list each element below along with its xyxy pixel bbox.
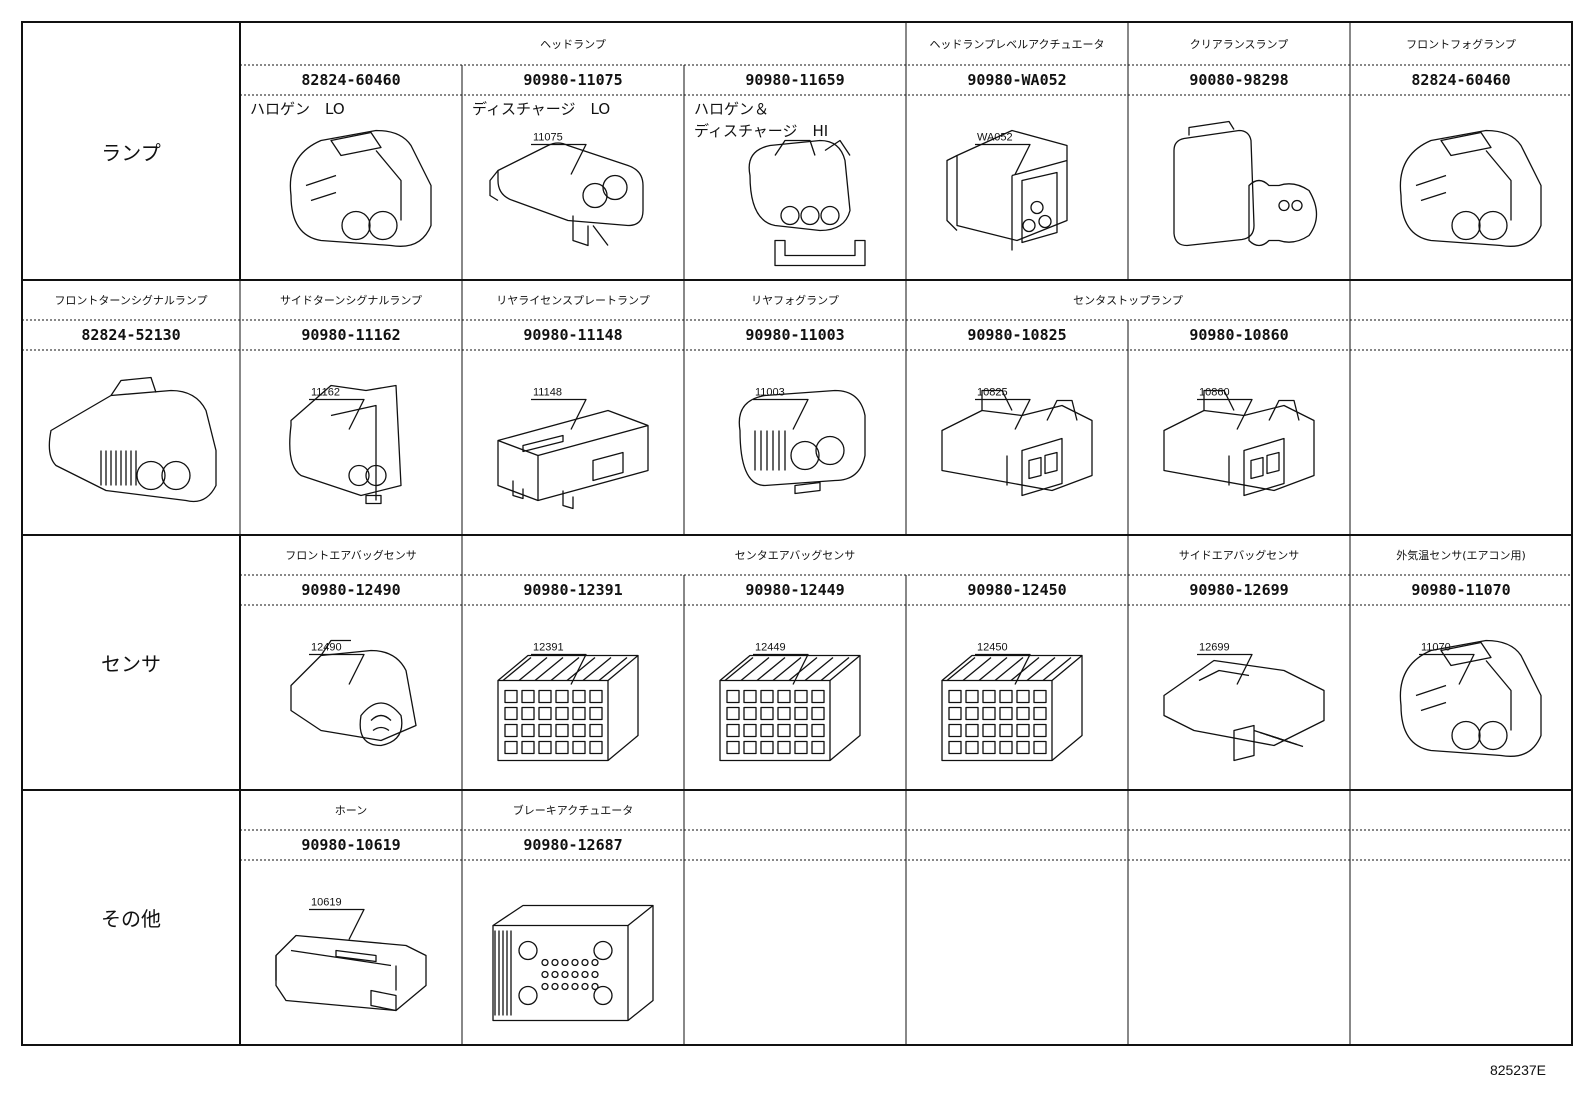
- connector-note: ハロゲン LO: [250, 100, 345, 118]
- side-turn-connector: 11162: [289, 384, 402, 505]
- callout-label: 12449: [755, 642, 786, 654]
- level-actuator-connector: WA052: [946, 129, 1068, 251]
- stop-lamp-connector: 10860: [1163, 387, 1315, 497]
- callout-label: 10825: [977, 387, 1008, 399]
- part-number: 90980-10619: [301, 836, 401, 854]
- part-number: 90980-12687: [523, 836, 623, 854]
- part-number: 90080-98298: [1189, 71, 1289, 89]
- turn-signal-connector: [48, 376, 217, 503]
- component-name: フロントターンシグナルランプ: [54, 294, 208, 307]
- part-number: 90980-12699: [1189, 581, 1289, 599]
- component-name: サイドターンシグナルランプ: [279, 294, 423, 307]
- multi-pin-block-connector: 12449: [719, 642, 861, 762]
- multi-pin-block-connector: 12450: [941, 642, 1083, 762]
- part-number: 90980-11659: [745, 71, 845, 89]
- component-name: ヘッドランプ: [540, 37, 606, 51]
- part-number: 82824-60460: [301, 71, 401, 89]
- section-label: センサ: [101, 652, 161, 676]
- rear-fog-connector: 11003: [738, 387, 866, 495]
- callout-label: 12391: [533, 642, 564, 654]
- component-name: フロントフォグランプ: [1406, 37, 1516, 51]
- halogen-2pin-connector: [289, 129, 432, 247]
- multi-pin-block-connector: 12391: [497, 642, 639, 762]
- halogen-discharge-hi-connector: [748, 139, 866, 267]
- component-name: ブレーキアクチュエータ: [512, 804, 634, 817]
- part-number: 90980-12391: [523, 581, 623, 599]
- side-airbag-connector: 12699: [1163, 642, 1325, 762]
- connector-note: ディスチャージ LO: [472, 100, 611, 118]
- part-number: 90980-10860: [1189, 326, 1289, 344]
- part-number: 90980-11075: [523, 71, 623, 89]
- discharge-connector: 11075: [489, 132, 644, 247]
- part-number: 90980-11162: [301, 326, 401, 344]
- component-name: リヤライセンスプレートランプ: [496, 294, 650, 307]
- callout-label: 11070: [1421, 642, 1451, 654]
- callout-label: 12699: [1199, 642, 1230, 654]
- section-label: ランプ: [101, 140, 161, 165]
- callout-label: 11003: [755, 387, 785, 399]
- callout-label: 11075: [533, 132, 563, 144]
- part-number: 90980-12490: [301, 581, 401, 599]
- component-name: リヤフォグランプ: [751, 294, 839, 307]
- clearance-lamp-connector: [1173, 120, 1318, 247]
- callout-label: WA052: [977, 132, 1013, 144]
- callout-label: 10860: [1199, 387, 1230, 399]
- callout-label: 11162: [311, 387, 340, 399]
- component-name: 外気温センサ(エアコン用): [1396, 549, 1526, 562]
- part-number: 90980-12450: [967, 581, 1067, 599]
- callout-label: 11148: [533, 387, 562, 399]
- part-number: 90980-11148: [523, 326, 623, 344]
- part-number: 90980-11070: [1411, 581, 1511, 599]
- part-number: 90980-12449: [745, 581, 845, 599]
- horn-connector: 10619: [275, 897, 427, 1012]
- stop-lamp-connector: 10825: [941, 387, 1093, 497]
- section-label: その他: [101, 907, 161, 931]
- license-plate-connector: 11148: [497, 387, 649, 510]
- airbag-sensor-connector: 12490: [290, 639, 417, 747]
- part-number: 90980-11003: [745, 326, 845, 344]
- component-name: センタエアバッグセンサ: [734, 549, 856, 562]
- component-name: サイドエアバッグセンサ: [1178, 549, 1300, 562]
- callout-label: 12450: [977, 642, 1008, 654]
- ambient-sensor-connector: 11070: [1399, 639, 1542, 757]
- part-number: 90980-WA052: [967, 71, 1067, 89]
- figure-id: 825237E: [1489, 1062, 1546, 1078]
- connector-note: ハロゲン＆ ディスチャージ HI: [694, 100, 829, 140]
- component-name: センタストップランプ: [1073, 294, 1183, 307]
- part-number: 82824-52130: [81, 326, 181, 344]
- part-number: 90980-10825: [967, 326, 1067, 344]
- part-number: 82824-60460: [1411, 71, 1511, 89]
- halogen-2pin-connector: [1399, 129, 1542, 247]
- component-name: ヘッドランプレベルアクチュエータ: [929, 37, 1105, 51]
- component-name: ホーン: [334, 804, 368, 817]
- brake-actuator-connector: [492, 904, 654, 1022]
- callout-label: 10619: [311, 897, 342, 909]
- callout-label: 12490: [311, 642, 342, 654]
- component-name: クリアランスランプ: [1189, 37, 1289, 51]
- component-name: フロントエアバッグセンサ: [285, 549, 417, 562]
